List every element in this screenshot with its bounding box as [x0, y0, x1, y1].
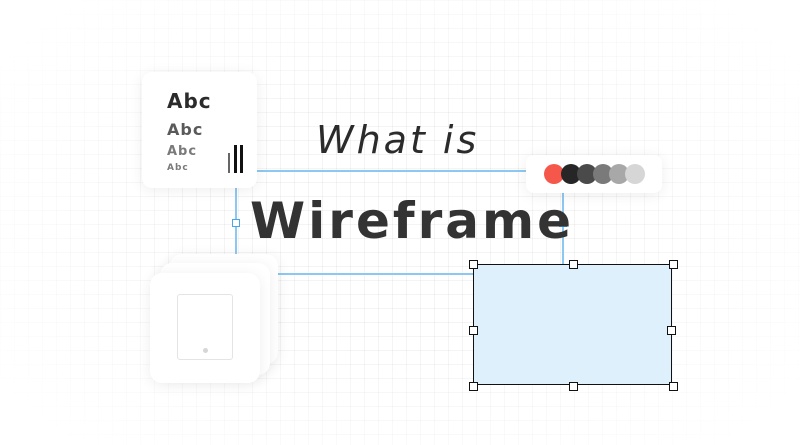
typography-card[interactable]: Abc Abc Abc Abc: [142, 72, 257, 188]
connector-handle-right[interactable]: [559, 219, 567, 227]
tablet-home-button: [202, 348, 208, 353]
type-sample-body: Abc: [167, 163, 189, 173]
selected-rectangle[interactable]: [473, 264, 672, 385]
text-bars-icon: [228, 145, 248, 173]
connector-bottom: [276, 273, 474, 275]
connector-top: [257, 170, 527, 172]
resize-handle-bottom-left[interactable]: [469, 382, 478, 391]
resize-handle-bottom[interactable]: [569, 382, 578, 391]
headline-what-is: What is: [316, 118, 480, 162]
swatch-dark-gray[interactable]: [577, 164, 597, 184]
resize-handle-top-left[interactable]: [469, 260, 478, 269]
connector-handle-left[interactable]: [232, 219, 240, 227]
tablet-icon: [177, 294, 233, 360]
type-sample-h2: Abc: [167, 120, 204, 139]
swatch-gray[interactable]: [593, 164, 613, 184]
device-card-front[interactable]: [150, 273, 260, 383]
headline-wireframe: Wireframe: [250, 192, 575, 250]
resize-handle-top[interactable]: [569, 260, 578, 269]
color-palette-card[interactable]: [526, 155, 662, 193]
type-sample-h1: Abc: [167, 89, 212, 113]
swatch-light-gray[interactable]: [609, 164, 629, 184]
resize-handle-bottom-right[interactable]: [669, 382, 678, 391]
swatch-black[interactable]: [561, 164, 581, 184]
resize-handle-right[interactable]: [667, 326, 676, 335]
resize-handle-top-right[interactable]: [669, 260, 678, 269]
resize-handle-left[interactable]: [469, 326, 478, 335]
swatch-red[interactable]: [544, 164, 564, 184]
swatch-lightest-gray[interactable]: [625, 164, 645, 184]
connector-right: [562, 193, 564, 265]
type-sample-h3: Abc: [167, 144, 198, 159]
